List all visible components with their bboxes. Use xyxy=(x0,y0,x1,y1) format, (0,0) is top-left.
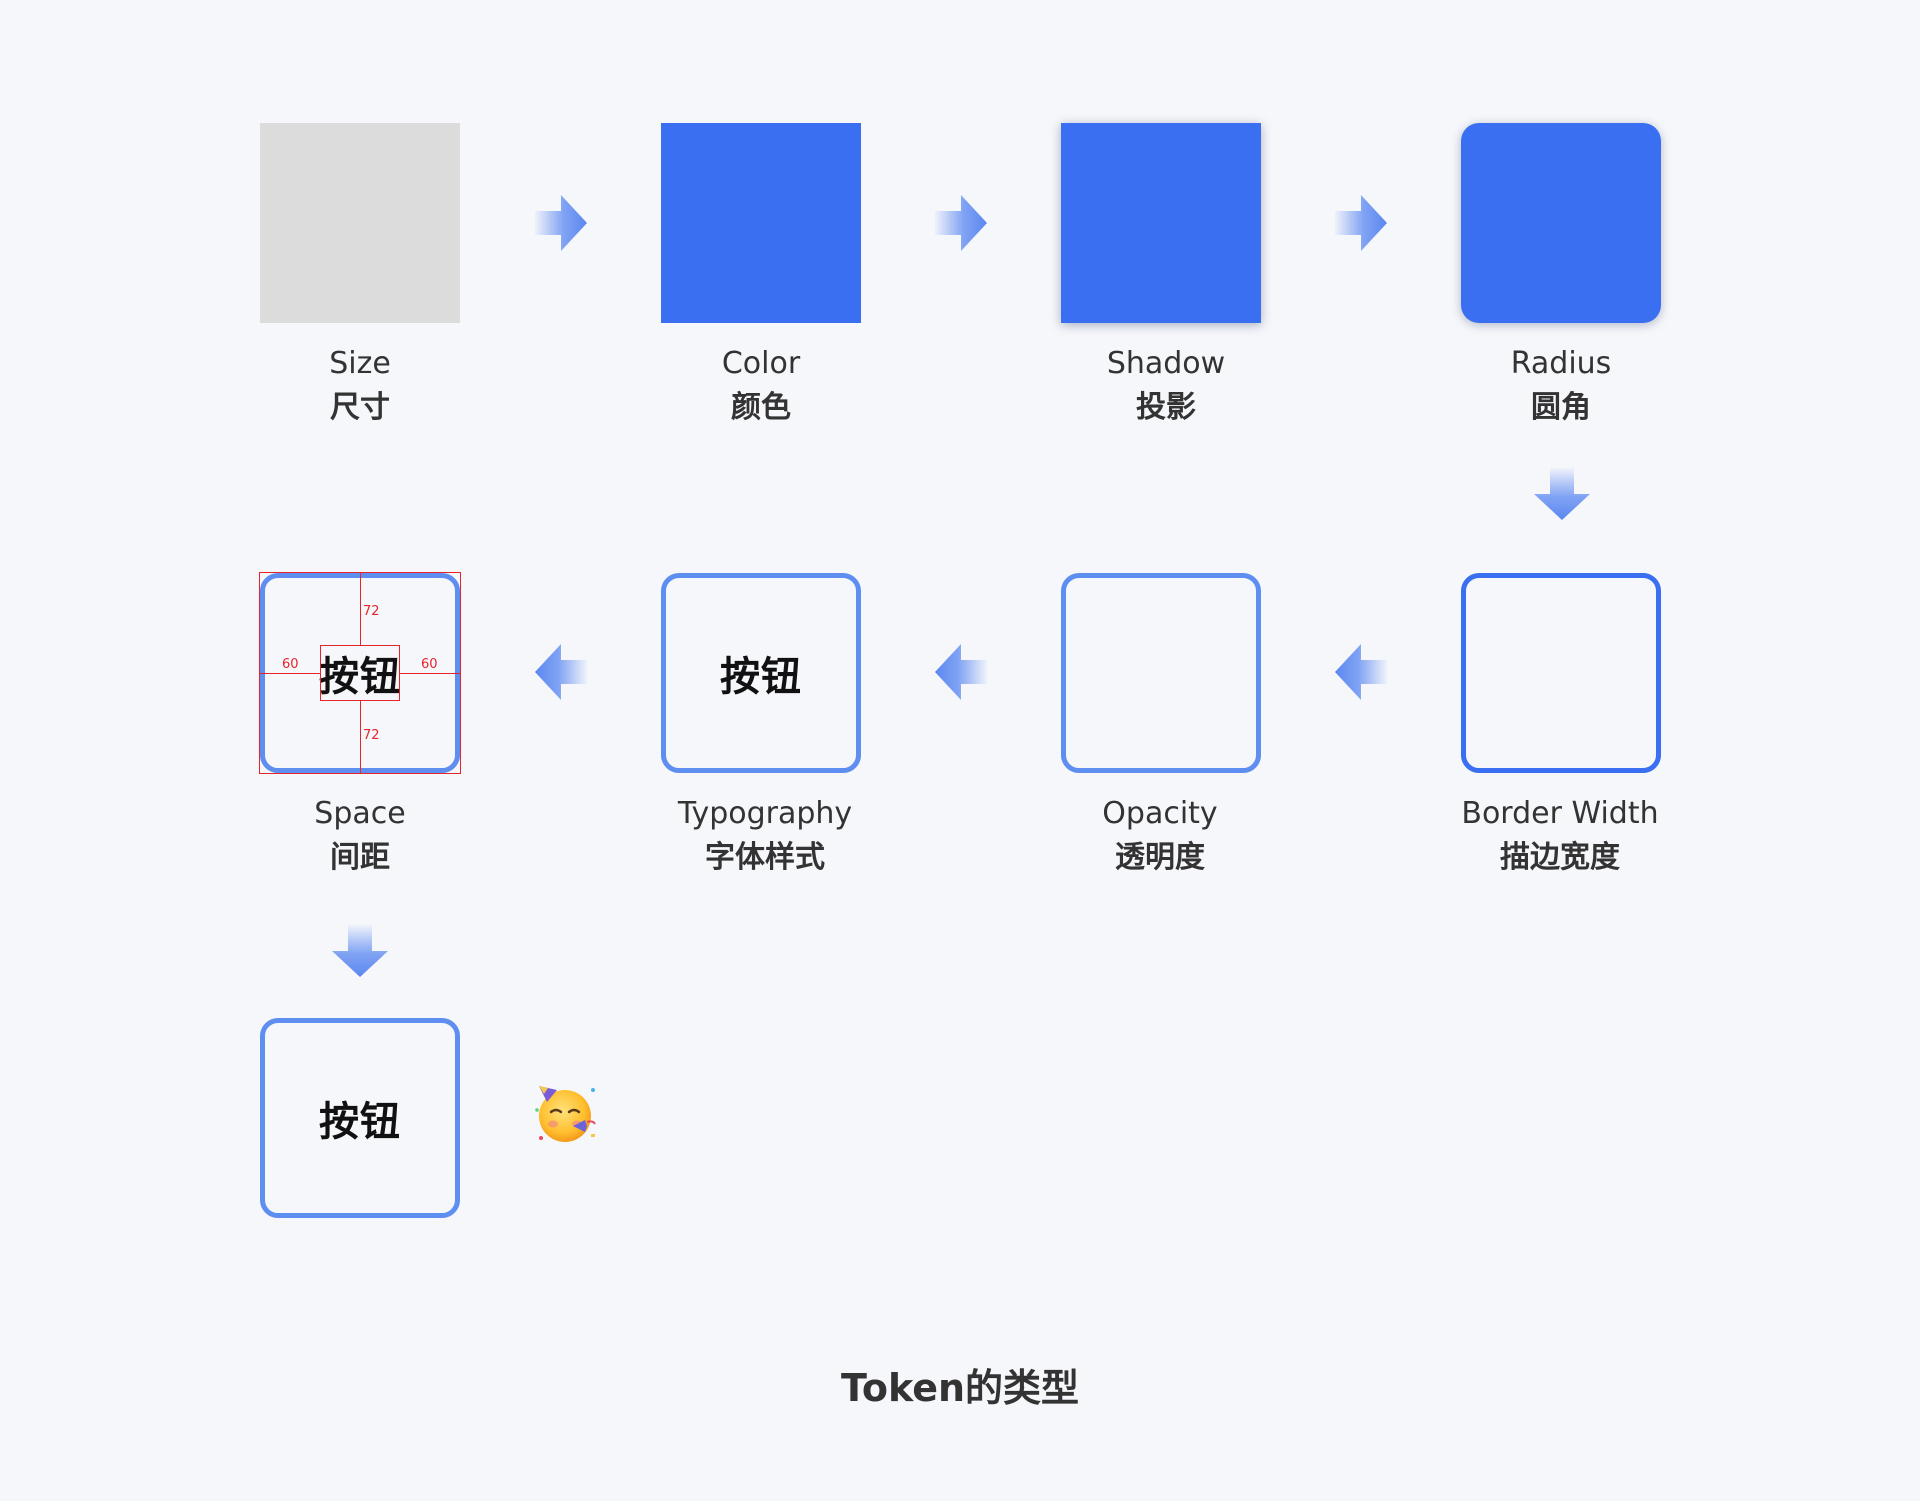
border-width-token-box xyxy=(1461,573,1661,773)
step-label-zh: 字体样式 xyxy=(705,840,825,875)
typography-token-box: 按钮 xyxy=(661,573,861,773)
step-label-en: Radius xyxy=(1510,346,1612,381)
diagram-title: Token的类型 xyxy=(840,1366,1080,1410)
padding-line-bottom xyxy=(360,701,361,774)
arrow-left-icon xyxy=(1335,644,1387,700)
radius-token-box xyxy=(1461,123,1661,323)
step-label-zh: 描边宽度 xyxy=(1500,840,1620,875)
padding-left-value: 60 xyxy=(282,657,299,672)
step-label-en: Space xyxy=(314,796,406,831)
step-label-shadow: Shadow 投影 xyxy=(1016,342,1316,430)
arrow-right-icon xyxy=(1335,195,1387,251)
partying-face-icon xyxy=(535,1086,596,1142)
content-bounds-box xyxy=(320,645,400,701)
arrow-down-icon xyxy=(1534,468,1590,520)
step-label-en: Opacity xyxy=(1102,796,1218,831)
step-label-color: Color 颜色 xyxy=(611,342,911,430)
step-label-typography: Typography 字体样式 xyxy=(615,792,915,880)
step-label-zh: 透明度 xyxy=(1115,840,1205,875)
button-text: 按钮 xyxy=(319,654,401,700)
size-token-box xyxy=(260,123,460,323)
arrow-left-icon xyxy=(535,644,587,700)
step-label-zh: 间距 xyxy=(330,840,390,875)
button-text: 按钮 xyxy=(720,654,802,700)
arrow-left-icon xyxy=(935,644,987,700)
step-label-zh: 投影 xyxy=(1136,390,1196,425)
step-label-en: Border Width xyxy=(1461,796,1659,831)
space-annotation-overlay: 72 72 60 60 xyxy=(259,572,461,774)
step-label-en: Color xyxy=(721,346,801,381)
arrow-down-icon xyxy=(332,925,388,977)
padding-line-left xyxy=(259,673,320,674)
step-label-en: Size xyxy=(329,346,391,381)
padding-line-top xyxy=(360,572,361,645)
step-label-zh: 尺寸 xyxy=(330,390,390,425)
padding-right-value: 60 xyxy=(421,657,438,672)
step-label-zh: 颜色 xyxy=(731,390,791,425)
step-label-en: Shadow xyxy=(1106,346,1226,381)
shadow-token-box xyxy=(1061,123,1261,323)
final-button-box: 按钮 xyxy=(260,1018,460,1218)
step-label-space: Space 间距 xyxy=(210,792,510,880)
step-label-size: Size 尺寸 xyxy=(210,342,510,430)
arrow-right-icon xyxy=(935,195,987,251)
step-label-opacity: Opacity 透明度 xyxy=(1010,792,1310,880)
step-label-en: Typography xyxy=(677,796,853,831)
padding-bottom-value: 72 xyxy=(363,728,380,743)
button-text: 按钮 xyxy=(319,1099,401,1145)
step-label-zh: 圆角 xyxy=(1531,390,1591,425)
opacity-token-box xyxy=(1061,573,1261,773)
padding-top-value: 72 xyxy=(363,604,380,619)
step-label-border-width: Border Width 描边宽度 xyxy=(1410,792,1710,880)
color-token-box xyxy=(661,123,861,323)
step-label-radius: Radius 圆角 xyxy=(1411,342,1711,430)
arrow-right-icon xyxy=(535,195,587,251)
padding-line-right xyxy=(400,673,461,674)
